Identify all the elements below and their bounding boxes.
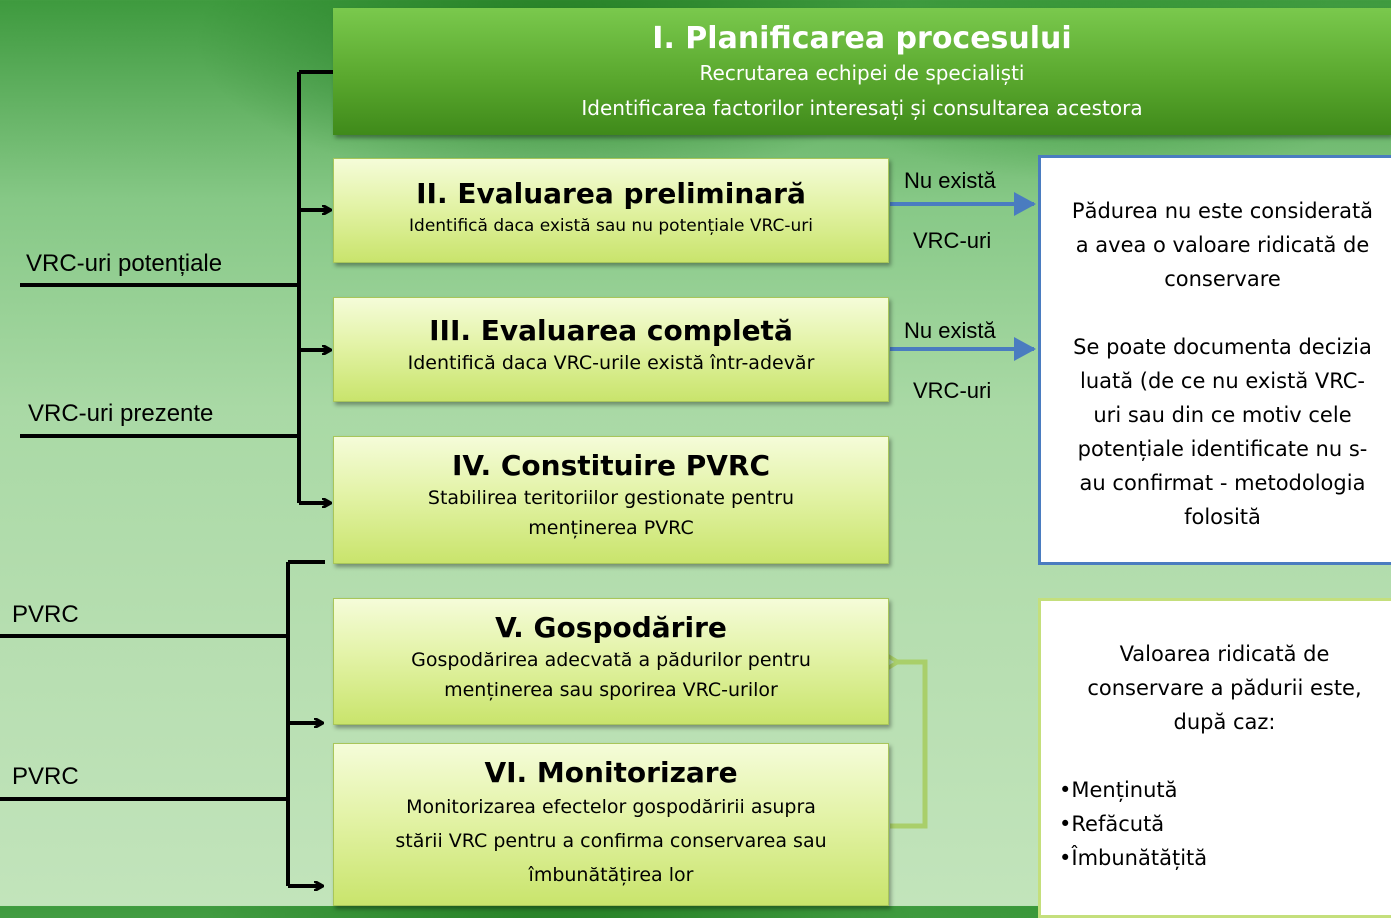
arrow-label-bottom: VRC-uri xyxy=(913,228,992,253)
label-vrc-potential: VRC-uri potențiale xyxy=(26,250,223,277)
stage-desc: Identificarea factorilor interesați și c… xyxy=(581,96,1143,120)
result-line: Valoarea ridicată de xyxy=(1119,642,1330,666)
upper-bracket xyxy=(20,70,338,503)
lower-bracket xyxy=(0,560,325,886)
result-no-vrc: Pădurea nu este considerată a avea o val… xyxy=(1038,155,1391,565)
feedback-loop-arrow xyxy=(890,662,928,829)
arrow-label-top: Nu există xyxy=(904,318,996,343)
result-line: Pădurea nu este considerată xyxy=(1071,199,1374,223)
bullet-item: •Îmbunătățită xyxy=(1059,846,1208,870)
stage-planning: I. Planificarea procesului Recrutarea ec… xyxy=(333,8,1391,135)
result-line: după caz: xyxy=(1173,710,1276,734)
stage-desc: Stabilirea teritoriilor gestionate pentr… xyxy=(427,487,795,509)
stage-desc: Recrutarea echipei de specialiști xyxy=(699,61,1025,85)
label-pvrc-1: PVRC xyxy=(12,601,79,628)
stage-preliminary-evaluation: II. Evaluarea preliminară Identifică dac… xyxy=(333,158,889,263)
stage-title: VI. Monitorizare xyxy=(484,756,738,789)
stage-pvrc-constitution: IV. Constituire PVRC Stabilirea teritori… xyxy=(333,436,889,564)
stage-desc: Identifică daca există sau nu potențiale… xyxy=(409,216,813,236)
label-vrc-present: VRC-uri prezente xyxy=(28,400,214,427)
result-line: Se poate documenta decizia xyxy=(1073,335,1372,359)
stage-desc: Gospodărirea adecvată a pădurilor pentru xyxy=(411,649,811,671)
bullet-item: •Menținută xyxy=(1059,778,1178,802)
result-line: luată (de ce nu există VRC- xyxy=(1079,369,1366,393)
label-pvrc-2: PVRC xyxy=(12,763,79,790)
result-line: potențiale identificate nu s- xyxy=(1077,437,1368,461)
result-line: au confirmat - metodologia xyxy=(1079,471,1366,495)
result-line: conservare a pădurii este, xyxy=(1087,676,1362,700)
bullet-item: •Refăcută xyxy=(1059,812,1165,836)
result-line: uri sau din ce motiv cele xyxy=(1093,403,1352,427)
stage-desc: menținerea sau sporirea VRC-urilor xyxy=(444,679,778,701)
arrow-label-bottom: VRC-uri xyxy=(913,378,992,403)
stage-title: IV. Constituire PVRC xyxy=(452,449,770,482)
stage-desc: stării VRC pentru a confirma conservarea… xyxy=(395,830,827,852)
stage-desc: menținerea PVRC xyxy=(528,517,694,539)
arrow-label-top: Nu există xyxy=(904,168,996,193)
stage-desc: Identifică daca VRC-urile există într-ad… xyxy=(407,352,815,374)
result-line: a avea o valoare ridicată de xyxy=(1075,233,1370,257)
result-line: folosită xyxy=(1184,505,1261,529)
stage-title: V. Gospodărire xyxy=(495,611,727,644)
stage-title: II. Evaluarea preliminară xyxy=(416,177,806,210)
stage-desc: îmbunătățirea lor xyxy=(528,864,694,886)
stage-desc: Monitorizarea efectelor gospodăririi asu… xyxy=(406,796,816,818)
stage-title: I. Planificarea procesului xyxy=(652,21,1072,56)
result-line: conservare xyxy=(1164,267,1281,291)
stage-monitoring: VI. Monitorizare Monitorizarea efectelor… xyxy=(333,743,889,906)
result-bullets: •Menținută •Refăcută •Îmbunătățită xyxy=(1059,773,1390,875)
stage-complete-evaluation: III. Evaluarea completă Identifică daca … xyxy=(333,297,889,402)
result-vrc-maintained: Valoarea ridicată de conservare a păduri… xyxy=(1038,598,1391,918)
stage-management: V. Gospodărire Gospodărirea adecvată a p… xyxy=(333,598,889,725)
stage-title: III. Evaluarea completă xyxy=(429,314,793,347)
